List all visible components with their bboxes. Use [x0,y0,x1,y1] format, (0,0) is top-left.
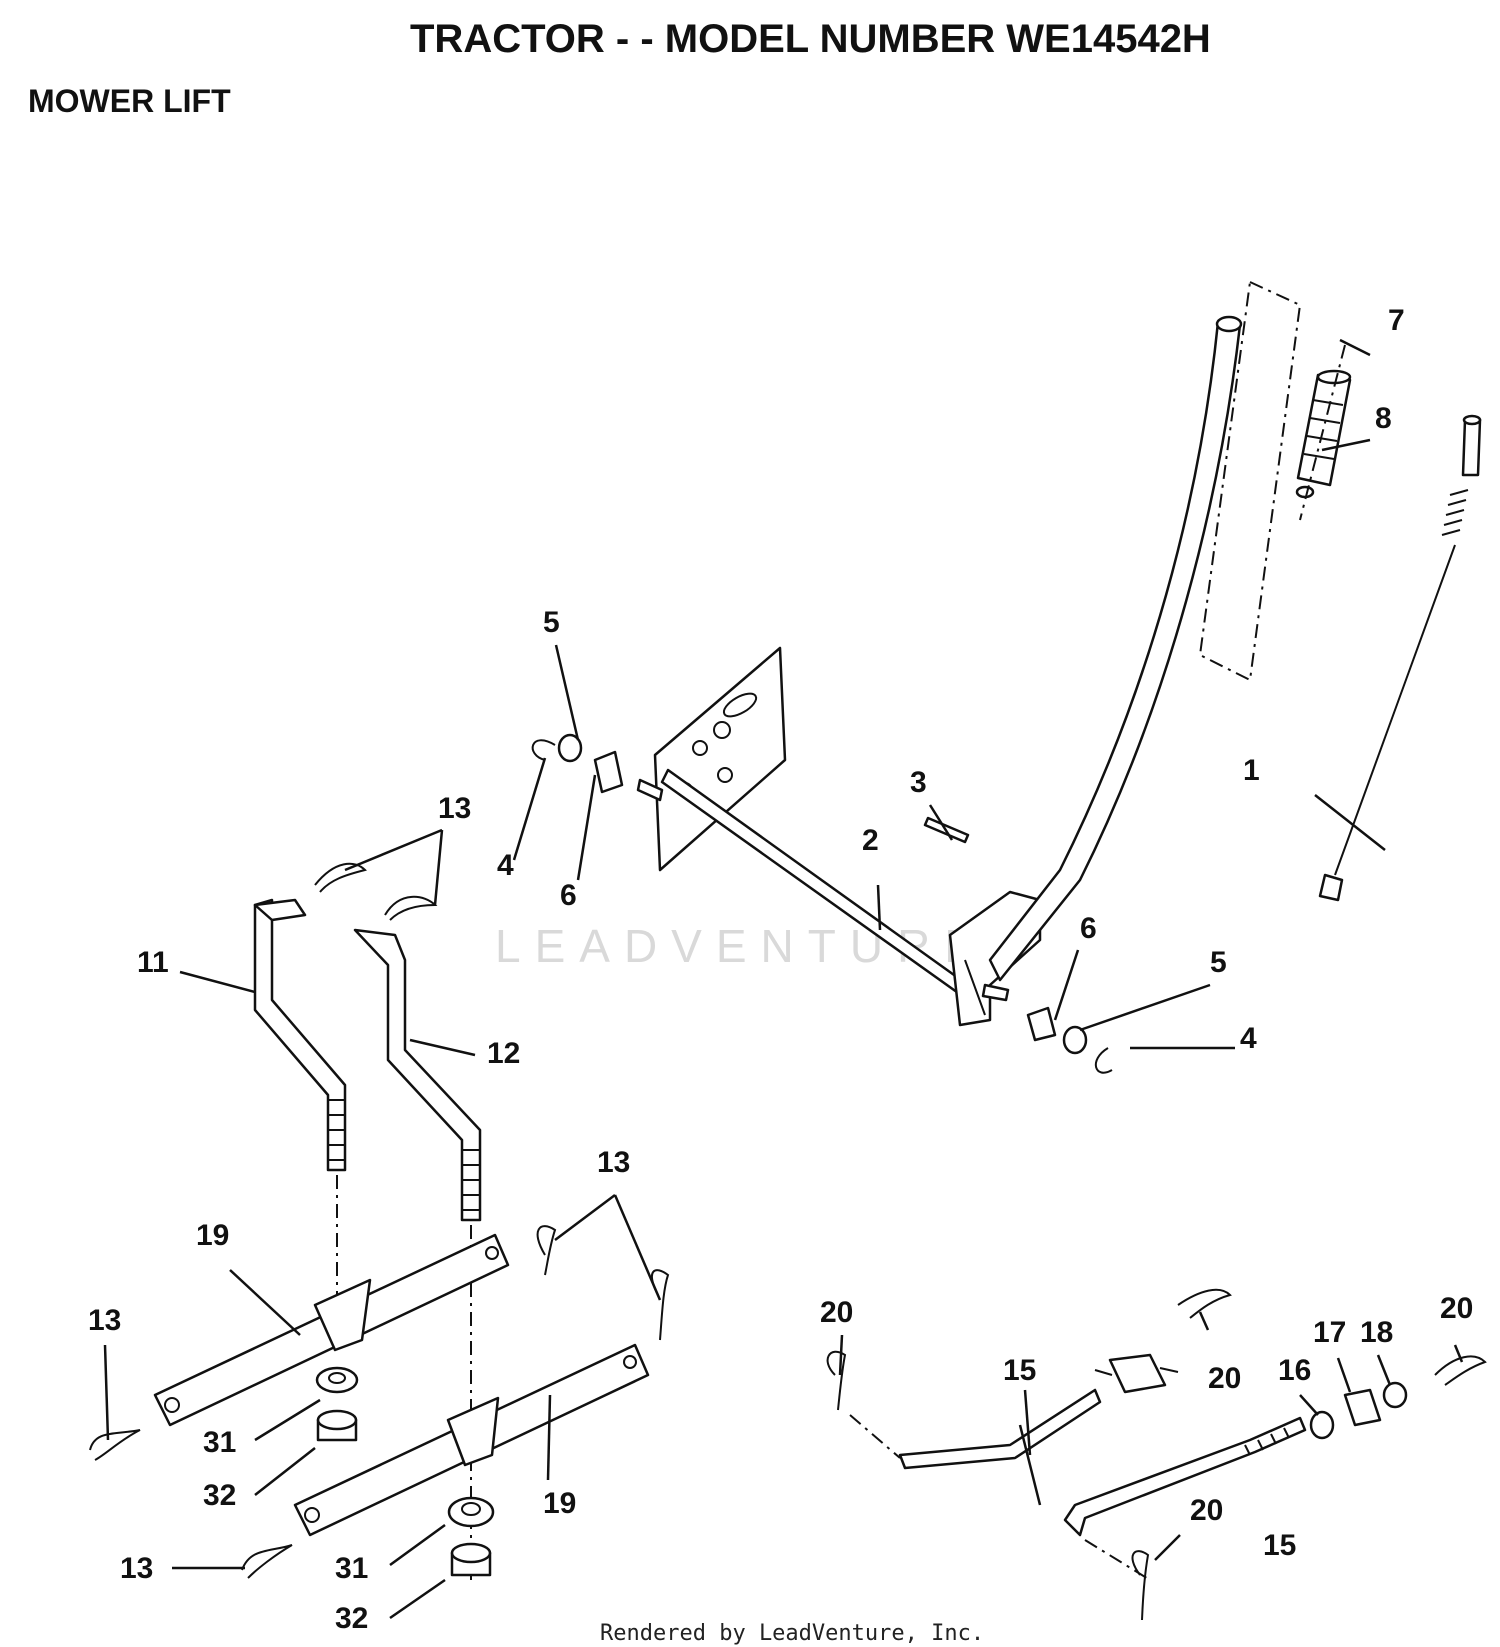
callout-13-left: 13 [88,1304,121,1337]
callout-11: 11 [137,946,169,979]
lift-rod-part [1318,414,1482,902]
leader-lines [103,338,1464,1620]
callout-18: 18 [1360,1316,1393,1349]
callout-13-mid: 13 [597,1146,630,1179]
adjuster-rod-upper-part [898,1353,1179,1470]
lift-link-right-part [353,928,482,1222]
page-title: TRACTOR - - MODEL NUMBER WE14542H [410,17,1211,61]
callout-31-lower: 31 [335,1552,368,1585]
callout-5-left: 5 [543,606,560,639]
callout-13-top: 13 [438,792,471,825]
grip-part [1296,369,1352,487]
block-17 [1343,1388,1382,1427]
hairpin-13-top-b [384,895,438,921]
callout-3: 3 [910,766,927,799]
callout-19-lower: 19 [543,1487,576,1520]
hairpin-13-mid-b [651,1269,670,1341]
callout-6-left: 6 [560,879,577,912]
nut-18 [1382,1381,1408,1409]
washer-right [1062,1025,1088,1055]
hairpin-13-top-a [314,862,367,893]
lift-arm-upper-part [153,1233,510,1427]
callout-7: 7 [1388,304,1405,337]
callout-15-lower: 15 [1263,1529,1296,1562]
callout-1: 1 [1243,754,1260,787]
callout-32-lower: 32 [335,1602,368,1635]
grip-axis-line [1299,344,1346,521]
callout-20-left: 20 [820,1296,853,1329]
lift-lever-part [988,315,1243,982]
callout-4-left: 4 [497,849,514,882]
hairpin-20-left [826,1350,847,1411]
washer-left [557,733,583,763]
callout-17: 17 [1313,1316,1346,1349]
callout-20-right: 20 [1440,1292,1473,1325]
hairpin-20-upper [1177,1288,1232,1319]
callout-20-upper: 20 [1208,1362,1241,1395]
nut-washer-upper [315,1366,359,1442]
lift-arm-lower-part [293,1343,650,1537]
nut-16 [1309,1410,1335,1440]
adjuster-rod-lower-part [1063,1416,1307,1537]
callout-15-upper: 15 [1003,1354,1036,1387]
hairpin-13-left [89,1429,141,1461]
hairpin-13-bottom [241,1544,293,1579]
callout-8: 8 [1375,402,1392,435]
bushing-left [593,750,624,794]
nut-washer-lower [447,1496,495,1577]
callout-5-right: 5 [1210,946,1227,979]
grip-washer-part [1295,485,1315,499]
callout-4-right: 4 [1240,1022,1257,1055]
section-title: MOWER LIFT [28,83,231,119]
bushing-right [1026,1006,1057,1042]
rod-upper-axis [849,1414,901,1459]
callout-13-bottom: 13 [120,1552,153,1585]
callout-19-upper: 19 [196,1219,229,1252]
hairpin-13-mid-a [536,1225,557,1276]
callout-12: 12 [487,1037,520,1070]
callout-16: 16 [1278,1354,1311,1387]
callout-2: 2 [862,824,879,857]
hairpin-clip-right [1094,1047,1113,1074]
lift-link-left-part [253,898,347,1172]
hairpin-clip-left [531,739,556,761]
callout-32-upper: 32 [203,1479,236,1512]
callout-6-right: 6 [1080,912,1097,945]
hairpin-20-lower [1131,1550,1150,1621]
footer-credit: Rendered by LeadVenture, Inc. [600,1621,984,1646]
hairpin-20-right [1434,1355,1487,1386]
handle-outline [1198,280,1302,682]
callout-31-upper: 31 [203,1426,236,1459]
callout-labels: 1 2 3 4 4 5 5 6 6 7 8 11 12 13 13 13 13 … [88,304,1473,1635]
callout-20-lower: 20 [1190,1494,1223,1527]
